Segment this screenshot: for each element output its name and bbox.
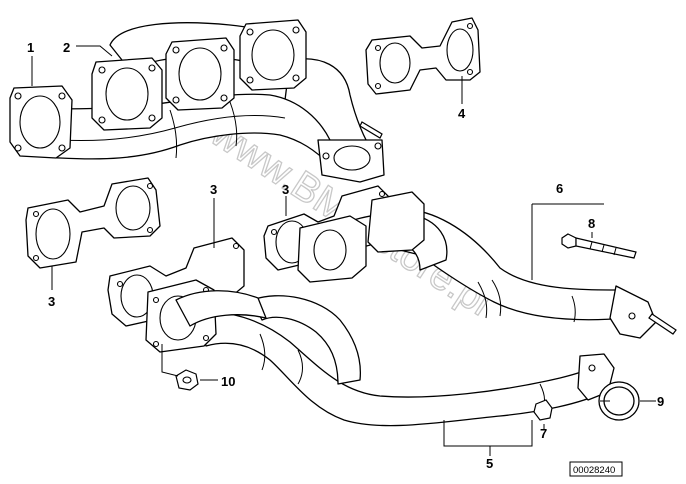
callout-1: 1 bbox=[27, 40, 34, 55]
front-exhaust-manifold bbox=[145, 279, 615, 427]
bolt-8 bbox=[561, 233, 637, 259]
callout-5: 5 bbox=[486, 456, 493, 471]
callout-10: 10 bbox=[221, 374, 235, 389]
callout-7: 7 bbox=[540, 426, 547, 441]
callout-4: 4 bbox=[458, 106, 466, 121]
callout-9: 9 bbox=[657, 394, 664, 409]
manifold-gasket-4 bbox=[365, 17, 481, 95]
ring-gasket-9 bbox=[598, 381, 640, 421]
callout-3-left: 3 bbox=[48, 294, 55, 309]
leader-lines bbox=[31, 45, 656, 456]
drawing-code: 00028240 bbox=[569, 461, 623, 477]
callout-2: 2 bbox=[63, 40, 70, 55]
callout-8: 8 bbox=[588, 216, 595, 231]
manifold-gasket-3-left bbox=[25, 177, 161, 269]
callout-6: 6 bbox=[556, 181, 563, 196]
drawing-code-text: 00028240 bbox=[573, 465, 615, 476]
clip-nut-7 bbox=[533, 399, 553, 421]
nut-10 bbox=[175, 369, 199, 391]
callout-3-mid: 3 bbox=[210, 182, 217, 197]
upper-exhaust-manifold bbox=[9, 19, 385, 183]
lower-exhaust-manifold bbox=[297, 191, 677, 339]
callout-3-right: 3 bbox=[282, 182, 289, 197]
